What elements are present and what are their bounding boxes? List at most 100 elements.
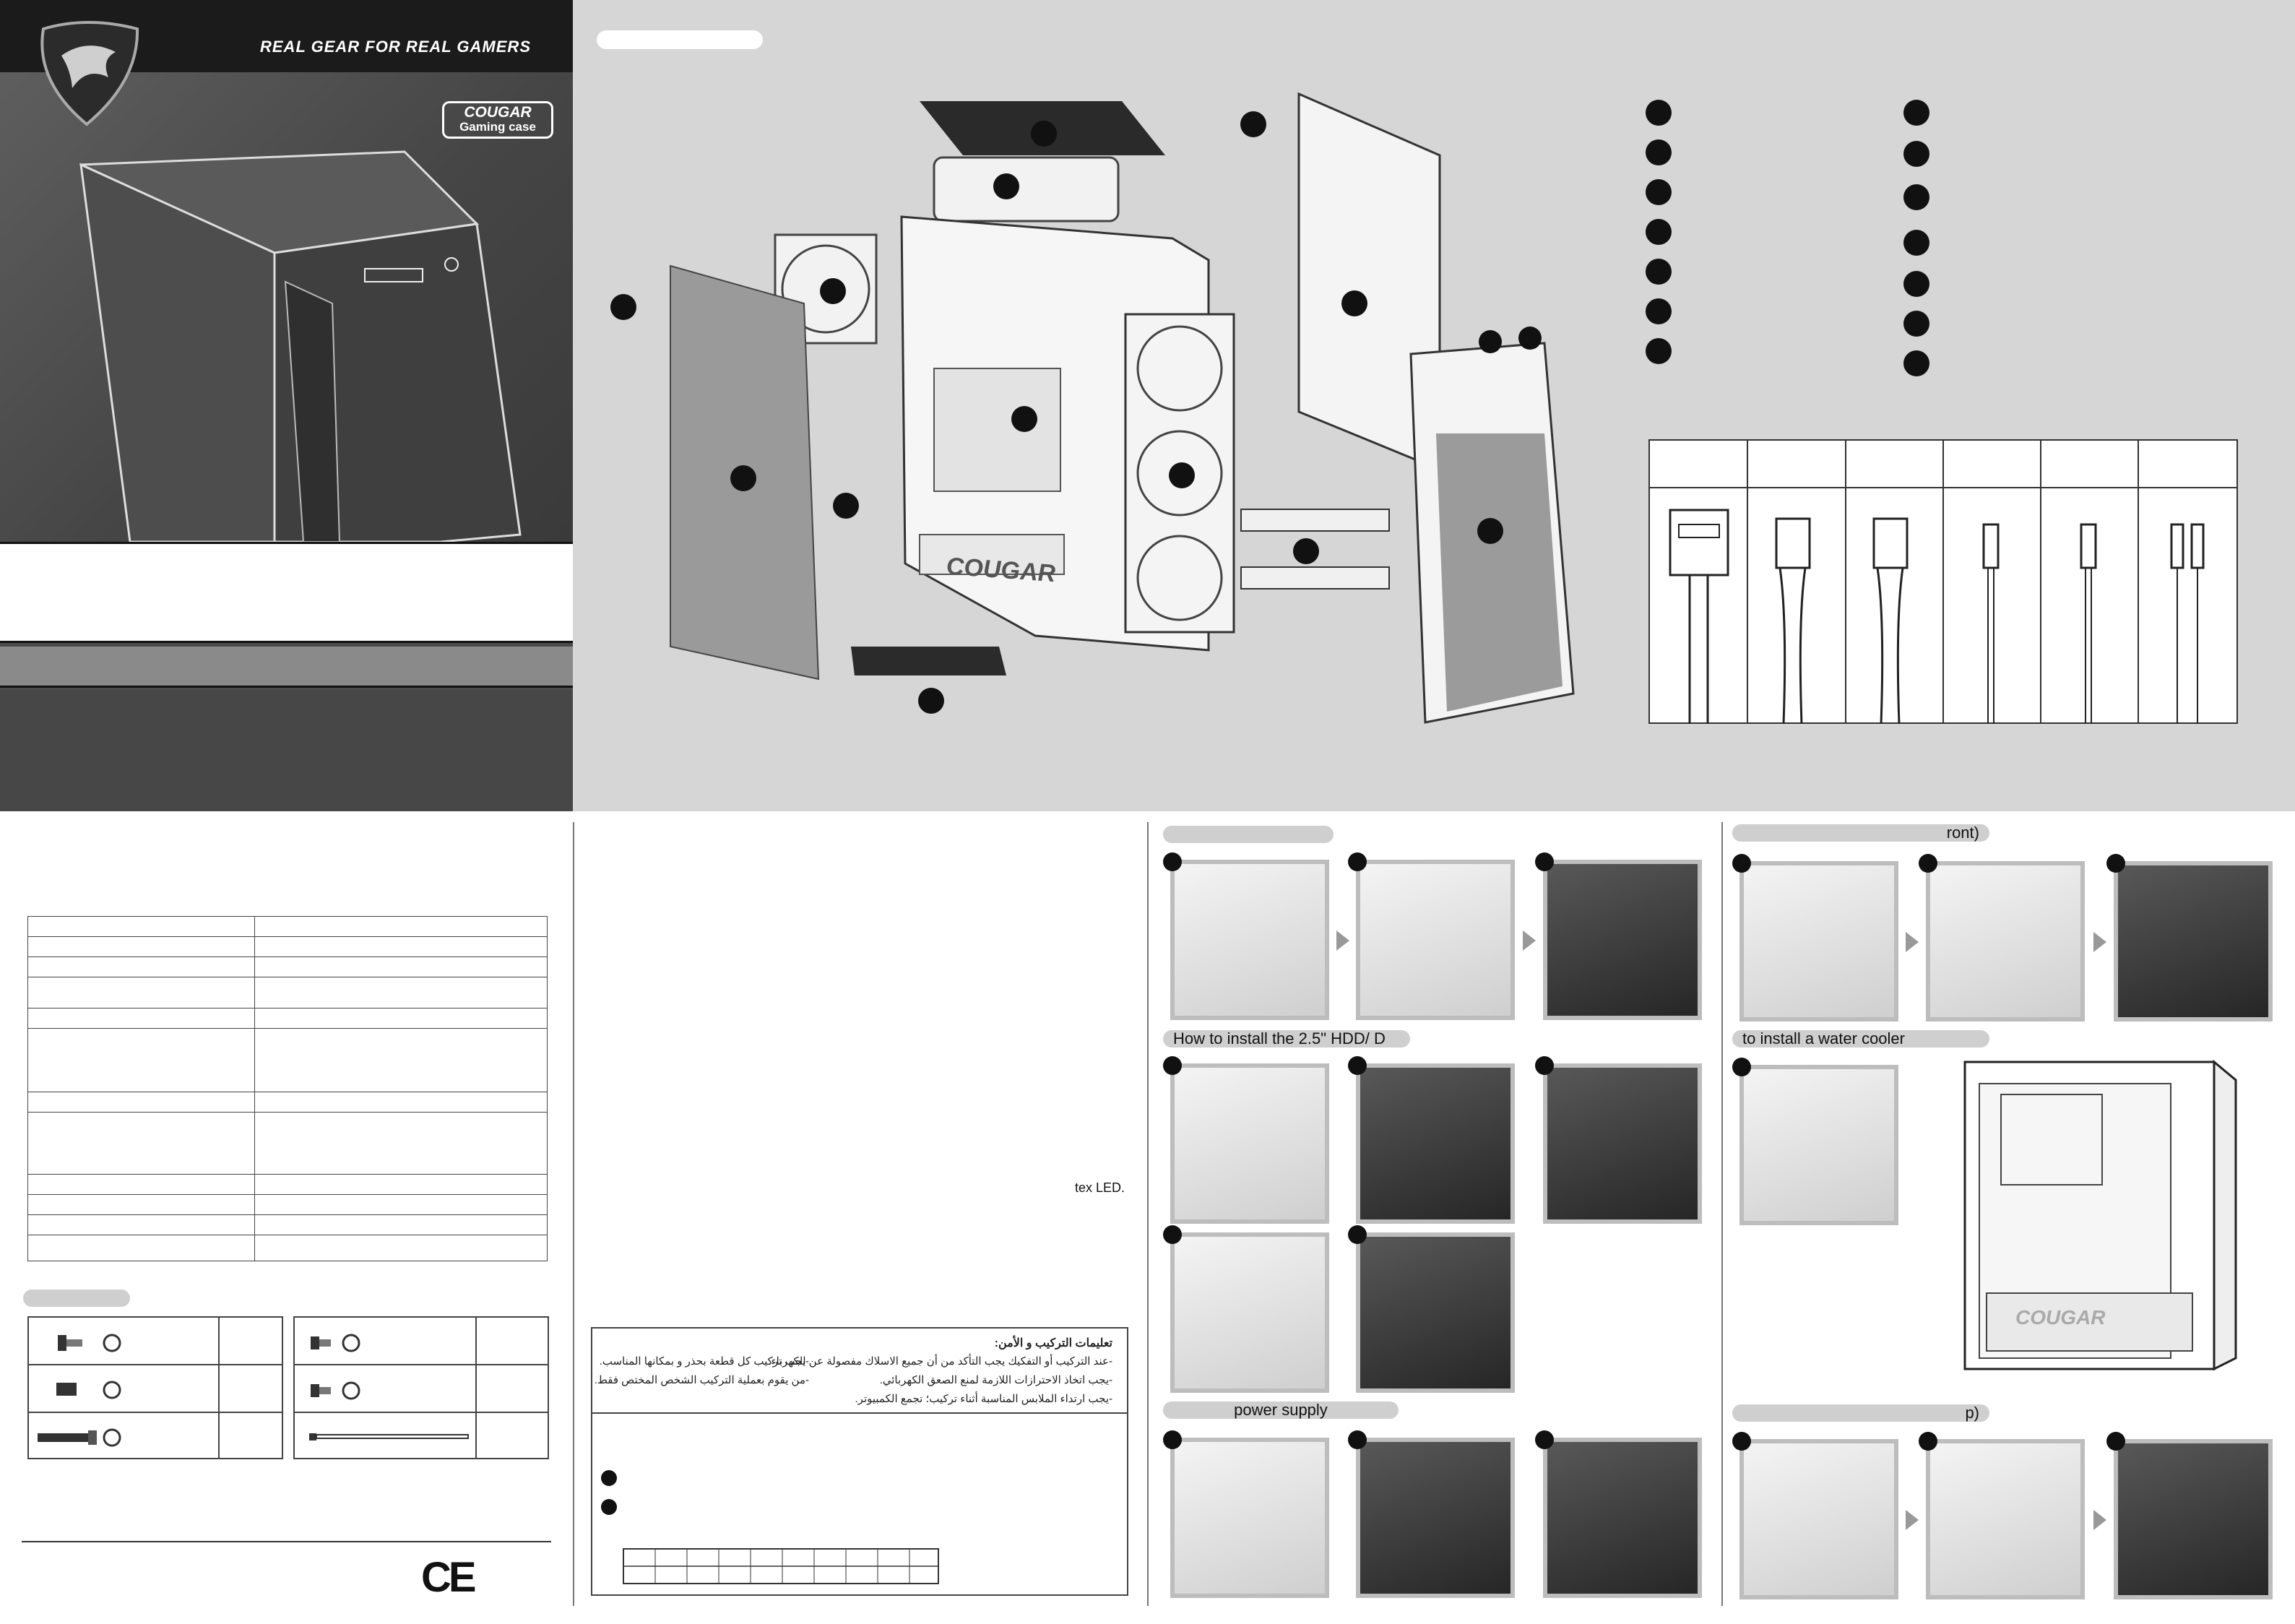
hdd35-title-pill [1163, 826, 1334, 843]
front-step-1 [1739, 861, 1898, 1022]
cover-gray-band [0, 647, 573, 688]
parts-list-dot [1646, 298, 1672, 324]
hdd25-step-2 [1356, 1063, 1515, 1224]
step-arrow [2093, 1510, 2106, 1530]
footer-rule [22, 1541, 551, 1542]
cover-title-band [0, 542, 573, 643]
cougar-shield-logo [40, 21, 139, 126]
top-step-1 [1739, 1439, 1898, 1599]
hdd25-step-3 [1543, 1063, 1702, 1224]
water-cooler-title-pill: to install a water cooler [1732, 1030, 1989, 1048]
hdd25-step-5 [1356, 1232, 1515, 1393]
top-panel-title-pill: p) [1732, 1404, 1989, 1422]
exploded-diagram [610, 92, 1575, 724]
arabic-safety-box: تعليمات التركيب و الأمن: -عند التركيب أو… [591, 1327, 1128, 1414]
top-panel-title: p) [1965, 1404, 1979, 1422]
connector-table [1648, 439, 2238, 724]
column-divider [573, 822, 574, 1606]
hdd35-step-1 [1170, 860, 1329, 1020]
exploded-title-pill [597, 30, 763, 49]
top-step-3 [2114, 1439, 2273, 1599]
step-number [1348, 1056, 1367, 1075]
step-number [1535, 1056, 1554, 1075]
parts-list-dot [1903, 100, 1929, 126]
column-divider [1721, 822, 1723, 1606]
accessories-box-right [293, 1316, 549, 1459]
cover-panel: REAL GEAR FOR REAL GAMERS COUGAR Gaming … [0, 0, 573, 811]
connector-drawings [1669, 509, 2205, 724]
accessories-title-pill [23, 1290, 130, 1307]
column-divider [1147, 822, 1149, 1606]
step-number [1919, 854, 1937, 873]
gaming-case-badge: COUGAR Gaming case [442, 101, 553, 139]
water-cooler-title: to install a water cooler [1742, 1029, 1905, 1048]
step-number [1163, 1430, 1182, 1449]
safety-line: -من يقوم بعملية التركيب الشخص المختص فقط… [594, 1374, 809, 1386]
step-number [2106, 854, 2125, 873]
hdd25-step-4 [1170, 1232, 1329, 1393]
parts-list-dot [1646, 338, 1672, 364]
parts-list-dot [1903, 271, 1929, 297]
case-illustration [79, 150, 522, 542]
step-arrow [1906, 932, 1919, 952]
specification-table [27, 916, 548, 1261]
step-number [1732, 1058, 1751, 1076]
hdd25-step-1 [1170, 1063, 1329, 1224]
cover-image-area [0, 72, 573, 542]
warranty-bullet [601, 1499, 617, 1515]
parts-list-dot [1903, 311, 1929, 337]
step-number [1535, 852, 1554, 871]
step-number [1163, 1225, 1182, 1244]
parts-list-dot [1903, 141, 1929, 167]
badge-brand: COUGAR [464, 104, 532, 121]
psu-step-2 [1356, 1438, 1515, 1598]
step-number [1732, 854, 1751, 873]
safety-line: -يجب اتخاذ الاحترازات اللازمة لمنع الصعق… [879, 1374, 1112, 1386]
hdd35-step-2 [1356, 860, 1515, 1020]
front-step-3 [2114, 861, 2273, 1022]
hdd25-title-pill: How to install the 2.5" HDD/ D [1163, 1030, 1410, 1048]
screw-drawings-right [309, 1334, 469, 1441]
parts-list-dot [1646, 259, 1672, 285]
front-panel-title-pill: ront) [1732, 824, 1989, 842]
step-number [1535, 1430, 1554, 1449]
parts-list-dot [1646, 179, 1672, 205]
step-number [1348, 1225, 1367, 1244]
psu-title-pill: power supply [1163, 1401, 1399, 1419]
badge-subtitle: Gaming case [459, 120, 536, 134]
parts-list-dot [1646, 139, 1672, 165]
step-number [1348, 852, 1367, 871]
front-step-2 [1926, 861, 2085, 1022]
parts-list-dot [1646, 100, 1672, 126]
ce-mark: CE [421, 1554, 477, 1601]
psu-step-1 [1170, 1438, 1329, 1598]
step-arrow [1336, 930, 1349, 951]
hdd25-title: How to install the 2.5" HDD/ D [1173, 1029, 1386, 1048]
warranty-bullet [601, 1470, 617, 1486]
psu-step-3 [1543, 1438, 1702, 1598]
parts-list-dot [1903, 350, 1929, 376]
water-step-1 [1739, 1065, 1898, 1225]
step-arrow [1523, 930, 1536, 951]
step-number [1348, 1430, 1367, 1449]
safety-line: -يجب ارتداء الملابس المناسبة أثناء تركيب… [855, 1393, 1112, 1405]
step-number [1163, 852, 1182, 871]
step-number [1919, 1432, 1937, 1451]
top-step-2 [1926, 1439, 2085, 1599]
warranty-box [591, 1412, 1128, 1596]
front-panel-title: ront) [1946, 824, 1979, 842]
warranty-grid [623, 1548, 939, 1584]
water-cooler-case-drawing [1963, 1059, 2237, 1371]
step-number [2106, 1432, 2125, 1451]
step-number [1732, 1432, 1751, 1451]
water-cooler-case-logo: COUGAR [2015, 1306, 2106, 1329]
safety-title: تعليمات التركيب و الأمن: [994, 1337, 1112, 1349]
cover-slogan: REAL GEAR FOR REAL GAMERS [260, 38, 531, 56]
parts-list-dot [1903, 184, 1929, 210]
step-number [1163, 1056, 1182, 1075]
accessories-box-left [27, 1316, 283, 1459]
parts-list-dot [1646, 219, 1672, 245]
safety-line: -عند التركيب أو التفكيك يجب التأكد من أن… [768, 1355, 1112, 1368]
screw-drawings-left [38, 1334, 121, 1447]
psu-title: power supply [1234, 1401, 1328, 1419]
